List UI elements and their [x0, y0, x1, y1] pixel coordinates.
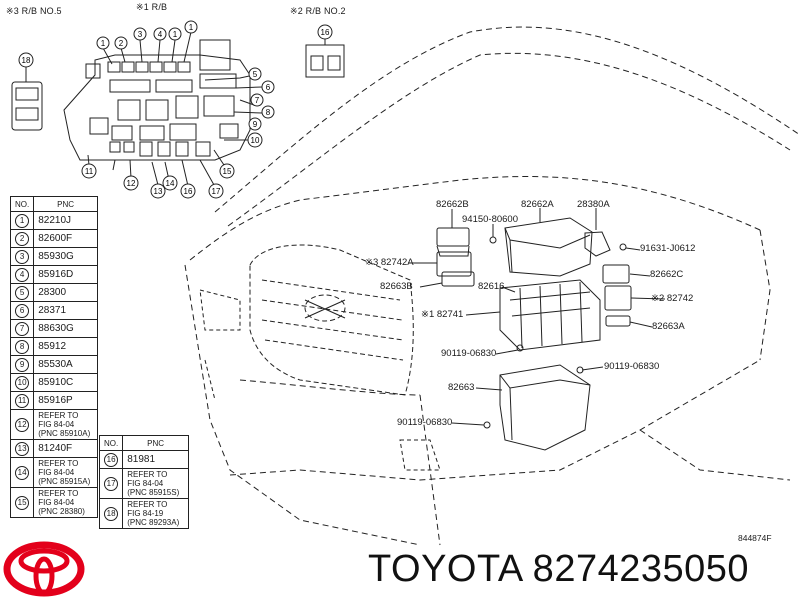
- bubble-9: 9: [248, 117, 262, 131]
- callout-82741: ※1 82741: [421, 309, 464, 320]
- callout-91631-j0612: 91631-J0612: [640, 243, 696, 254]
- bubble-6: 6: [261, 80, 275, 94]
- bubble-16b: 16: [317, 24, 333, 40]
- svg-text:1: 1: [101, 39, 106, 48]
- bubble-1b: 1: [168, 27, 182, 41]
- svg-text:2: 2: [119, 39, 124, 48]
- svg-text:12: 12: [127, 179, 136, 188]
- bubble-1c: 1: [184, 20, 198, 34]
- svg-text:18: 18: [22, 56, 31, 65]
- callout-82662b: 82662B: [436, 199, 469, 210]
- bubble-8: 8: [261, 105, 275, 119]
- callout-82663a: 82663A: [652, 321, 685, 332]
- svg-text:17: 17: [212, 187, 221, 196]
- svg-text:4: 4: [158, 30, 163, 39]
- table-header-row: NO. PNC: [9, 196, 98, 212]
- bubble-16: 16: [180, 183, 196, 199]
- callout-82662a: 82662A: [521, 199, 554, 210]
- header-pnc: PNC: [122, 435, 189, 451]
- header-no: NO.: [98, 435, 124, 451]
- rb5-header: ※3 R/B NO.5: [6, 6, 62, 16]
- svg-text:7: 7: [255, 96, 260, 105]
- callout-leaders: [408, 208, 666, 426]
- bubble-5: 5: [248, 67, 262, 81]
- lamp-outlines: [199, 289, 441, 471]
- table-header-row: NO. PNC: [98, 435, 189, 451]
- callout-94150-80600: 94150-80600: [462, 214, 518, 225]
- figure-code: 844874F: [738, 533, 772, 543]
- brand-part-number: TOYOTA 8274235050: [368, 548, 750, 590]
- svg-text:15: 15: [223, 167, 232, 176]
- callout-90119-06830-b: 90119-06830: [604, 361, 660, 372]
- svg-text:1: 1: [173, 30, 178, 39]
- toyota-logo-icon: [3, 541, 85, 597]
- callout-90119-06830-a: 90119-06830: [441, 348, 497, 359]
- svg-text:11: 11: [85, 167, 94, 176]
- relay-block-2-unit: [305, 38, 345, 78]
- svg-text:16: 16: [321, 28, 330, 37]
- grille: [249, 244, 414, 396]
- bubble-12: 12: [123, 175, 139, 191]
- svg-text:14: 14: [166, 179, 175, 188]
- header-no: NO.: [9, 196, 35, 212]
- relay-block-5-unit: [11, 60, 43, 131]
- svg-text:10: 10: [251, 136, 260, 145]
- callout-82616: 82616: [478, 281, 505, 292]
- rb1-header: ※1 R/B: [136, 2, 168, 12]
- bubble-17: 17: [208, 183, 224, 199]
- bubble-7: 7: [250, 93, 264, 107]
- svg-text:3: 3: [138, 30, 143, 39]
- bubble-2: 2: [114, 36, 128, 50]
- bubble-18: 18: [18, 52, 34, 68]
- bubble-4: 4: [153, 27, 167, 41]
- svg-text:1: 1: [189, 23, 194, 32]
- svg-text:6: 6: [266, 83, 271, 92]
- relay-box-assembly: [436, 217, 632, 451]
- callout-82663: 82663: [448, 382, 475, 393]
- bubble-3: 3: [133, 27, 147, 41]
- svg-text:13: 13: [154, 187, 163, 196]
- svg-text:9: 9: [253, 120, 258, 129]
- callout-28380a: 28380A: [577, 199, 610, 210]
- callout-82663b: 82663B: [380, 281, 413, 292]
- callout-82742a: ※3 82742A: [365, 257, 414, 268]
- header-pnc: PNC: [33, 196, 98, 212]
- rb2-header: ※2 R/B NO.2: [290, 6, 346, 16]
- svg-text:16: 16: [184, 187, 193, 196]
- bubble-10: 10: [247, 132, 263, 148]
- bubble-13: 13: [150, 183, 166, 199]
- callout-82742: ※2 82742: [651, 293, 694, 304]
- relay-block-1: [63, 39, 251, 161]
- bubble-15: 15: [219, 163, 235, 179]
- bubble-14: 14: [162, 175, 178, 191]
- bubble-11: 11: [81, 163, 97, 179]
- bubble-1: 1: [96, 36, 110, 50]
- svg-text:5: 5: [253, 70, 258, 79]
- svg-text:8: 8: [266, 108, 271, 117]
- callout-90119-06830-c: 90119-06830: [397, 417, 453, 428]
- callout-82662c: 82662C: [650, 269, 684, 280]
